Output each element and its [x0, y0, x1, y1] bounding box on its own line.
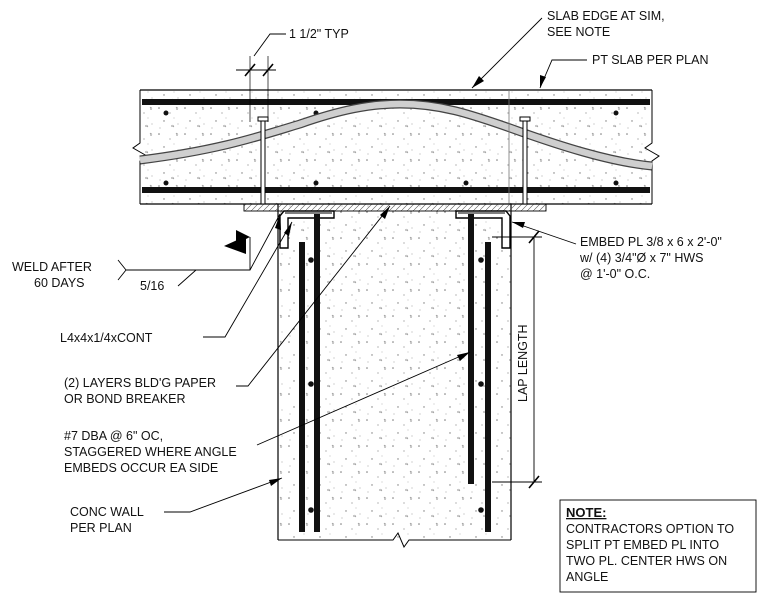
leaders: [117, 17, 587, 513]
note-line-3: TWO PL. CENTER HWS ON: [566, 554, 727, 568]
paper-label-2: OR BOND BREAKER: [64, 392, 186, 406]
right-angle: [455, 210, 511, 249]
lap-length-label: LAP LENGTH: [516, 324, 530, 402]
slab-break-left: [132, 90, 148, 204]
slab-bottom-rebar: [142, 187, 650, 193]
note-line-4: ANGLE: [566, 570, 608, 584]
typ-dim-label: 1 1/2" TYP: [289, 27, 349, 41]
paper-label-1: (2) LAYERS BLD'G PAPER: [64, 376, 216, 390]
wall-dowels: [299, 214, 491, 532]
note-box: NOTE: CONTRACTORS OPTION TO SPLIT PT EMB…: [559, 499, 757, 593]
weld-label-2: 60 DAYS: [34, 276, 85, 290]
dowels-label-1: #7 DBA @ 6" OC,: [64, 429, 163, 443]
wall-label-2: PER PLAN: [70, 521, 132, 535]
concrete-wall: [277, 204, 512, 549]
weld-label-1: WELD AFTER: [12, 260, 92, 274]
note-line-1: CONTRACTORS OPTION TO: [566, 522, 734, 536]
embed-label-3: @ 1'-0" O.C.: [580, 267, 650, 281]
embed-label-2: w/ (4) 3/4"Ø x 7" HWS: [579, 251, 703, 265]
dowels-label-2: STAGGERED WHERE ANGLE: [64, 445, 237, 459]
wall-break-bottom: [278, 531, 511, 549]
wall-horizontal-bars: [308, 257, 484, 513]
slab-break-right: [644, 90, 660, 204]
angle-label: L4x4x1/4xCONT: [60, 331, 153, 345]
headed-studs: [257, 116, 531, 205]
wall-label-1: CONC WALL: [70, 505, 144, 519]
dowels-label-3: EMBEDS OCCUR EA SIDE: [64, 461, 218, 475]
embed-plate: [243, 203, 547, 212]
note-heading: NOTE:: [566, 505, 606, 520]
pt-slab-label: PT SLAB PER PLAN: [592, 53, 709, 67]
slab-edge-label-1: SLAB EDGE AT SIM,: [547, 9, 665, 23]
embed-label-1: EMBED PL 3/8 x 6 x 2'-0": [580, 235, 722, 249]
note-line-2: SPLIT PT EMBED PL INTO: [566, 538, 719, 552]
dimension-ticks: [244, 63, 540, 489]
arrowheads: [224, 75, 546, 486]
weld-size-label: 5/16: [140, 279, 164, 293]
slab-edge-label-2: SEE NOTE: [547, 25, 610, 39]
left-angle: [279, 210, 335, 249]
